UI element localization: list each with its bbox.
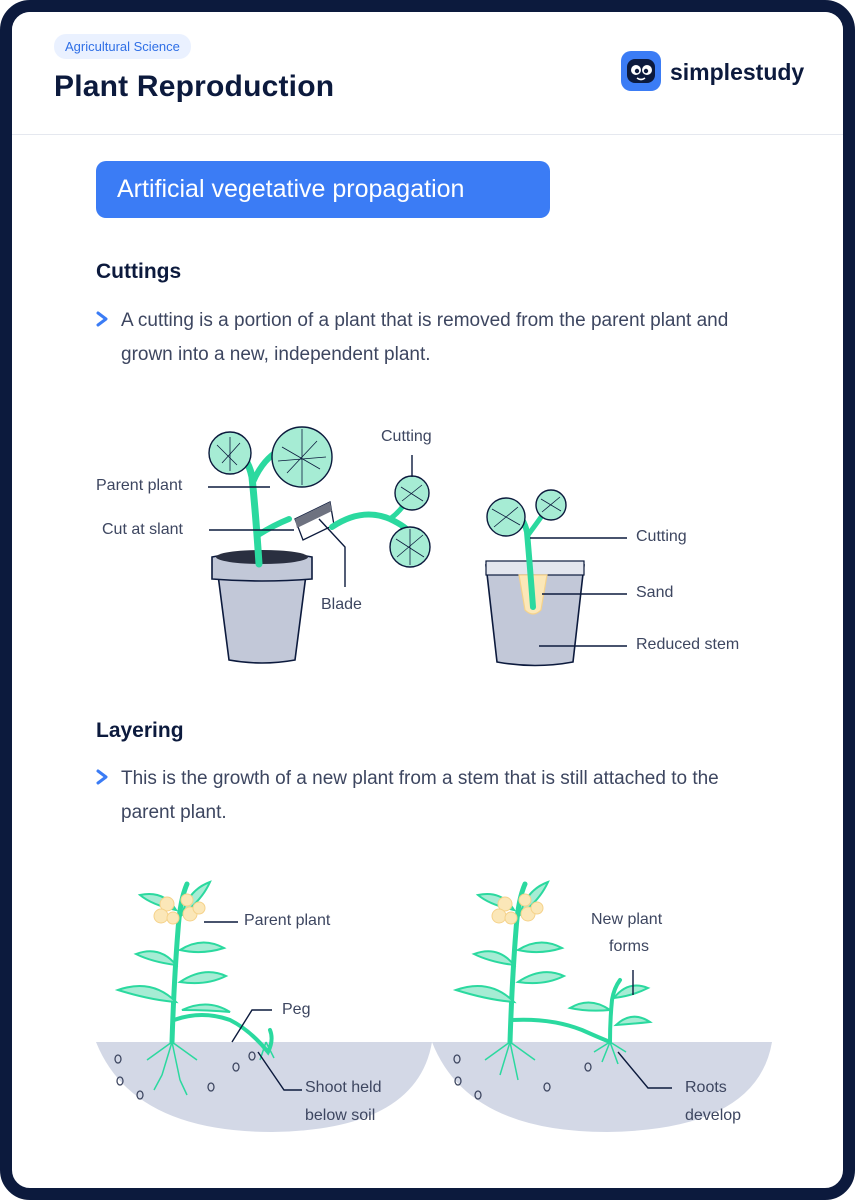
label-peg: Peg (282, 1001, 311, 1018)
label-shoot-held-line2: below soil (305, 1107, 376, 1124)
layering-illustration (96, 880, 772, 1132)
label-new-plant-line2: forms (609, 938, 649, 955)
page-title: Plant Reproduction (54, 70, 335, 103)
layering-diagram: Parent plant Peg Shoot held below soil N… (12, 870, 843, 1140)
cuttings-heading: Cuttings (96, 260, 182, 283)
header: Agricultural Science Plant Reproduction … (12, 12, 843, 135)
cuttings-illustration (208, 426, 627, 667)
label-cutting-top: Cutting (381, 428, 432, 445)
layering-description: This is the growth of a new plant from a… (121, 768, 719, 823)
cuttings-description: A cutting is a portion of a plant that i… (121, 310, 729, 365)
label-shoot-held-line1: Shoot held (305, 1079, 382, 1096)
brand-logo[interactable]: simplestudy (620, 50, 820, 94)
subject-badge: Agricultural Science (54, 34, 191, 59)
label-layering-parent-plant: Parent plant (244, 912, 331, 929)
label-roots-line1: Roots (685, 1079, 727, 1096)
label-cutting-right: Cutting (636, 528, 687, 545)
chevron-right-icon (96, 311, 108, 327)
label-reduced-stem: Reduced stem (636, 636, 740, 653)
label-roots-line2: develop (685, 1107, 742, 1124)
cuttings-diagram: Cutting Parent plant Cut at slant Blade … (12, 407, 843, 682)
label-sand: Sand (636, 584, 674, 601)
leaf-cluster (208, 426, 333, 488)
label-blade: Blade (321, 596, 362, 613)
mascot-logo-icon (621, 51, 661, 91)
label-new-plant-line1: New plant (591, 911, 663, 928)
label-cut-at-slant: Cut at slant (102, 521, 183, 538)
label-parent-plant: Parent plant (96, 477, 183, 494)
brand-name: simplestudy (670, 59, 805, 85)
section-banner: Artificial vegetative propagation (96, 161, 550, 218)
chevron-right-icon (96, 769, 108, 785)
layering-heading: Layering (96, 719, 184, 742)
